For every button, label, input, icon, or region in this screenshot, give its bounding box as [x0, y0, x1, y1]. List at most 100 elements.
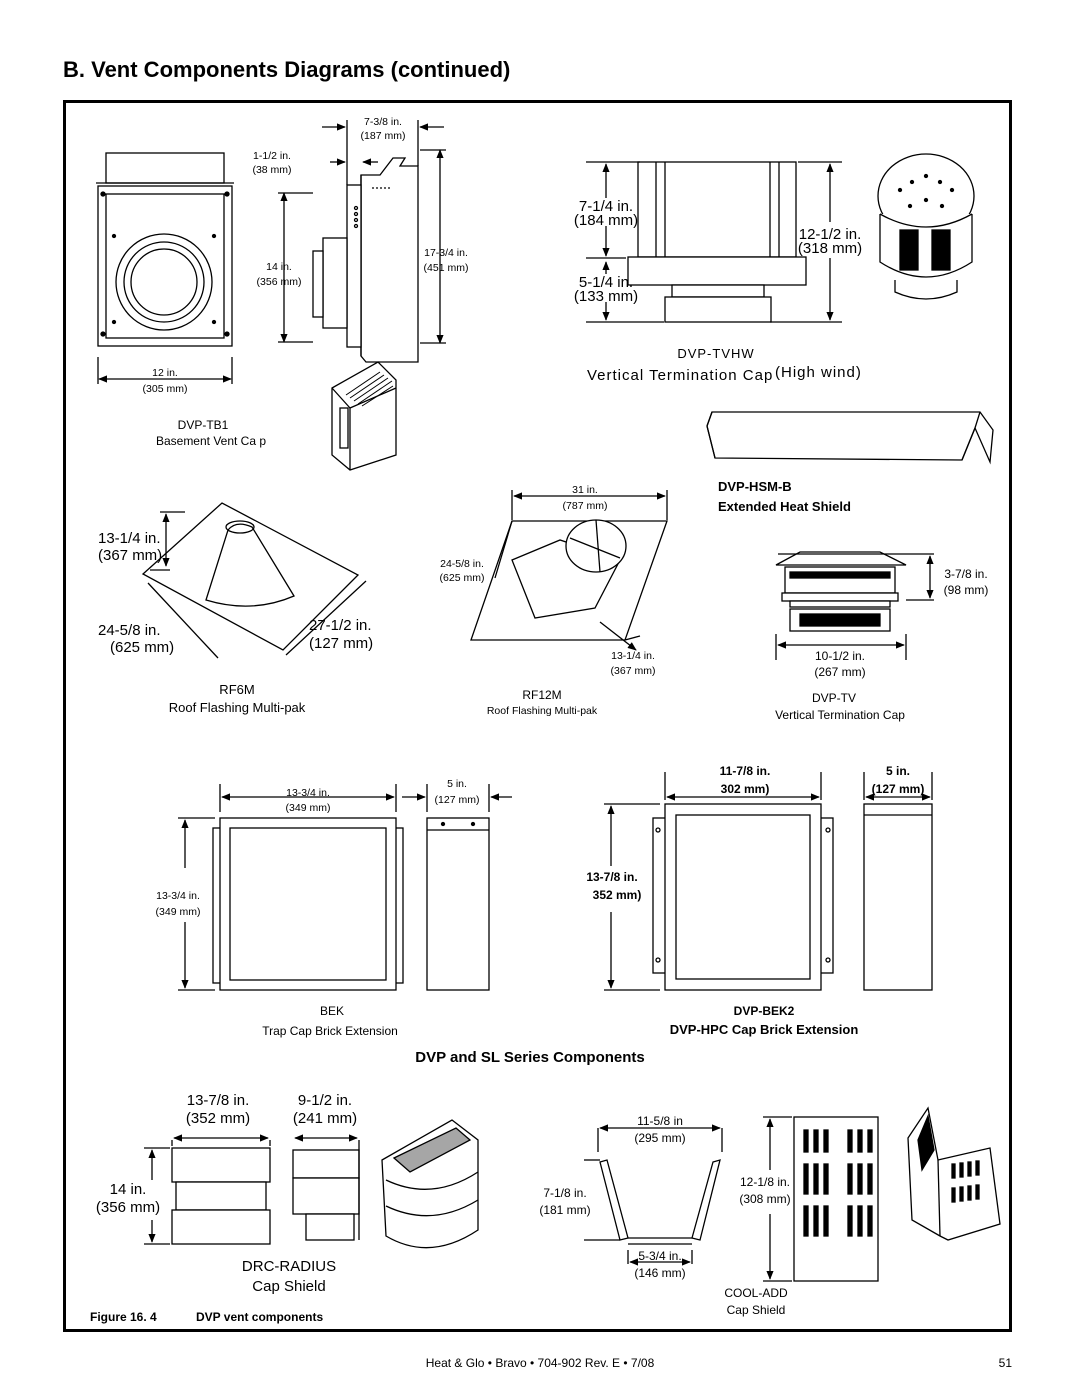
bek-d-mm: (127 mm): [434, 794, 480, 806]
cool-add-bottom-in: 5-3/4 in.: [638, 1249, 682, 1263]
page-footer: Heat & Glo • Bravo • 704-902 Rev. E • 7/…: [425, 1356, 655, 1370]
rf12m-code: RF12M: [522, 688, 562, 702]
rf6m-a-in: 24-5/8 in.: [98, 622, 161, 639]
dvp-tb1-width-mm: (305 mm): [142, 383, 188, 395]
rf12m-d-mm: (625 mm): [439, 572, 485, 584]
dvp-bek2-d-mm: (127 mm): [871, 782, 925, 796]
bek-d-in: 5 in.: [447, 778, 467, 790]
dvp-tv-drawing: [775, 551, 934, 660]
rf6m-height-in: 13-1/4 in.: [98, 530, 161, 547]
dvp-tv-w-mm: (267 mm): [814, 665, 866, 679]
dvp-tb1-total-in: 17-3/4 in.: [424, 247, 468, 259]
dvp-tv-w-in: 10-1/2 in.: [814, 649, 866, 663]
dvp-tvhw-total-mm: (318 mm): [797, 240, 863, 257]
dvp-tb1-flange-mm: (38 mm): [252, 164, 292, 176]
rf12m-d-in: 24-5/8 in.: [440, 558, 484, 570]
dvp-hsm-b-drawing: [706, 411, 994, 465]
rf12m-w-in: 31 in.: [572, 484, 598, 496]
rf12m-h-in: 13-1/4 in.: [611, 650, 655, 662]
dvp-tb1-side-drawing: [278, 120, 446, 363]
dvp-bek2-name: DVP-HPC Cap Brick Extension: [669, 1022, 859, 1037]
dvp-tvhw-code: DVP-TVHW: [677, 346, 755, 361]
bek-h-mm: (349 mm): [155, 906, 201, 918]
rf6m-name: Roof Flashing Multi-pak: [168, 700, 306, 715]
drc-radius-h-in: 14 in.: [109, 1181, 147, 1198]
dvp-tb1-iso-drawing: [331, 361, 397, 471]
rf6m-drawing: [141, 502, 367, 659]
rf6m-a-mm: (625 mm): [110, 639, 175, 656]
cool-add-name: Cap Shield: [726, 1303, 786, 1317]
dvp-bek2-drawing: [604, 772, 933, 991]
figure-number: Figure 16. 4: [90, 1310, 157, 1324]
dvp-tv-h-mm: (98 mm): [943, 583, 989, 597]
dvp-bek2-code: DVP-BEK2: [733, 1004, 795, 1018]
dvp-tb1-height-in: 14 in.: [266, 261, 292, 273]
dvp-tv-code: DVP-TV: [811, 691, 857, 705]
dvp-bek2-d-in: 5 in.: [885, 764, 911, 778]
rf6m-b-mm: (127 mm): [309, 635, 374, 652]
dvp-tvhw-name: Vertical Termination Cap: [587, 367, 774, 384]
cool-add-code: COOL-ADD: [724, 1286, 788, 1300]
dvp-bek2-w-mm: 302 mm): [720, 782, 770, 796]
dvp-tb1-total-mm: (451 mm): [423, 262, 469, 274]
dvp-tv-h-in: 3-7/8 in.: [944, 567, 988, 581]
cool-add-top-mm: (295 mm): [634, 1131, 686, 1145]
cool-add-h-mm: (308 mm): [739, 1192, 791, 1206]
rf6m-code: RF6M: [219, 682, 255, 697]
dvp-tb1-name: Basement Vent Ca p: [155, 434, 267, 448]
rf12m-h-mm: (367 mm): [610, 665, 656, 677]
cool-add-side-mm: (181 mm): [539, 1203, 591, 1217]
dvp-bek2-w-in: 11-7/8 in.: [719, 764, 771, 778]
dvp-tvhw-iso-drawing: [877, 153, 975, 300]
dvp-tvhw-upper-in: 7-1/4 in.: [578, 198, 634, 215]
page-heading: B. Vent Components Diagrams (continued): [63, 57, 511, 82]
drc-radius-w-in: 13-7/8 in.: [186, 1092, 250, 1109]
bek-h-in: 13-3/4 in.: [156, 890, 200, 902]
dvp-tvhw-name-suffix: (High wind): [775, 364, 862, 381]
dvp-tvhw-front-drawing: [586, 161, 842, 323]
dvp-tv-name: Vertical Termination Cap: [775, 708, 905, 722]
drc-radius-name: Cap Shield: [252, 1278, 326, 1295]
bek-code: BEK: [319, 1004, 345, 1018]
drc-radius-h-mm: (356 mm): [95, 1199, 161, 1216]
dvp-bek2-h-mm: 352 mm): [592, 888, 642, 902]
dvp-tb1-depth-in: 7-3/8 in.: [364, 116, 402, 128]
drc-radius-drawing: [144, 1119, 479, 1249]
dvp-hsm-b-code: DVP-HSM-B: [718, 479, 792, 494]
drc-radius-code: DRC-RADIUS: [241, 1258, 337, 1275]
dvp-tb1-front-drawing: [96, 152, 234, 384]
dvp-tvhw-upper-mm: (184 mm): [573, 212, 639, 229]
cool-add-side-in: 7-1/8 in.: [543, 1186, 587, 1200]
cool-add-top-in: 11-5/8 in: [637, 1114, 683, 1128]
drc-radius-d-mm: (241 mm): [292, 1110, 358, 1127]
bek-drawing: [178, 784, 512, 991]
cool-add-drawing: [584, 1106, 1001, 1282]
dvp-tb1-code: DVP-TB1: [177, 418, 229, 432]
section-title: DVP and SL Series Components: [415, 1049, 645, 1066]
dvp-hsm-b-name: Extended Heat Shield: [718, 499, 851, 514]
figure-caption: DVP vent components: [196, 1310, 324, 1324]
rf12m-w-mm: (787 mm): [562, 500, 608, 512]
bek-name: Trap Cap Brick Extension: [262, 1024, 398, 1038]
rf12m-name: Roof Flashing Multi-pak: [486, 705, 598, 717]
drc-radius-d-in: 9-1/2 in.: [297, 1092, 353, 1109]
dvp-tb1-width-in: 12 in.: [152, 367, 178, 379]
dvp-tvhw-total-in: 12-1/2 in.: [798, 226, 862, 243]
figure-frame: [63, 100, 1012, 1332]
dvp-bek2-h-in: 13-7/8 in.: [586, 870, 638, 884]
dvp-tvhw-lower-mm: (133 mm): [573, 288, 639, 305]
dvp-tvhw-lower-in: 5-1/4 in.: [578, 274, 634, 291]
dvp-tb1-flange-in: 1-1/2 in.: [253, 150, 291, 162]
bek-w-in: 13-3/4 in.: [286, 787, 330, 799]
dvp-tb1-height-mm: (356 mm): [256, 276, 302, 288]
rf6m-b-in: 27-1/2 in.: [309, 617, 372, 634]
rf6m-height-mm: (367 mm): [98, 547, 163, 564]
cool-add-bottom-mm: (146 mm): [634, 1266, 686, 1280]
page-number: 51: [998, 1356, 1012, 1370]
drc-radius-w-mm: (352 mm): [185, 1110, 251, 1127]
bek-w-mm: (349 mm): [285, 802, 331, 814]
rf12m-drawing: [470, 490, 668, 651]
cool-add-h-in: 12-1/8 in.: [739, 1175, 791, 1189]
dvp-tb1-depth-mm: (187 mm): [360, 130, 406, 142]
